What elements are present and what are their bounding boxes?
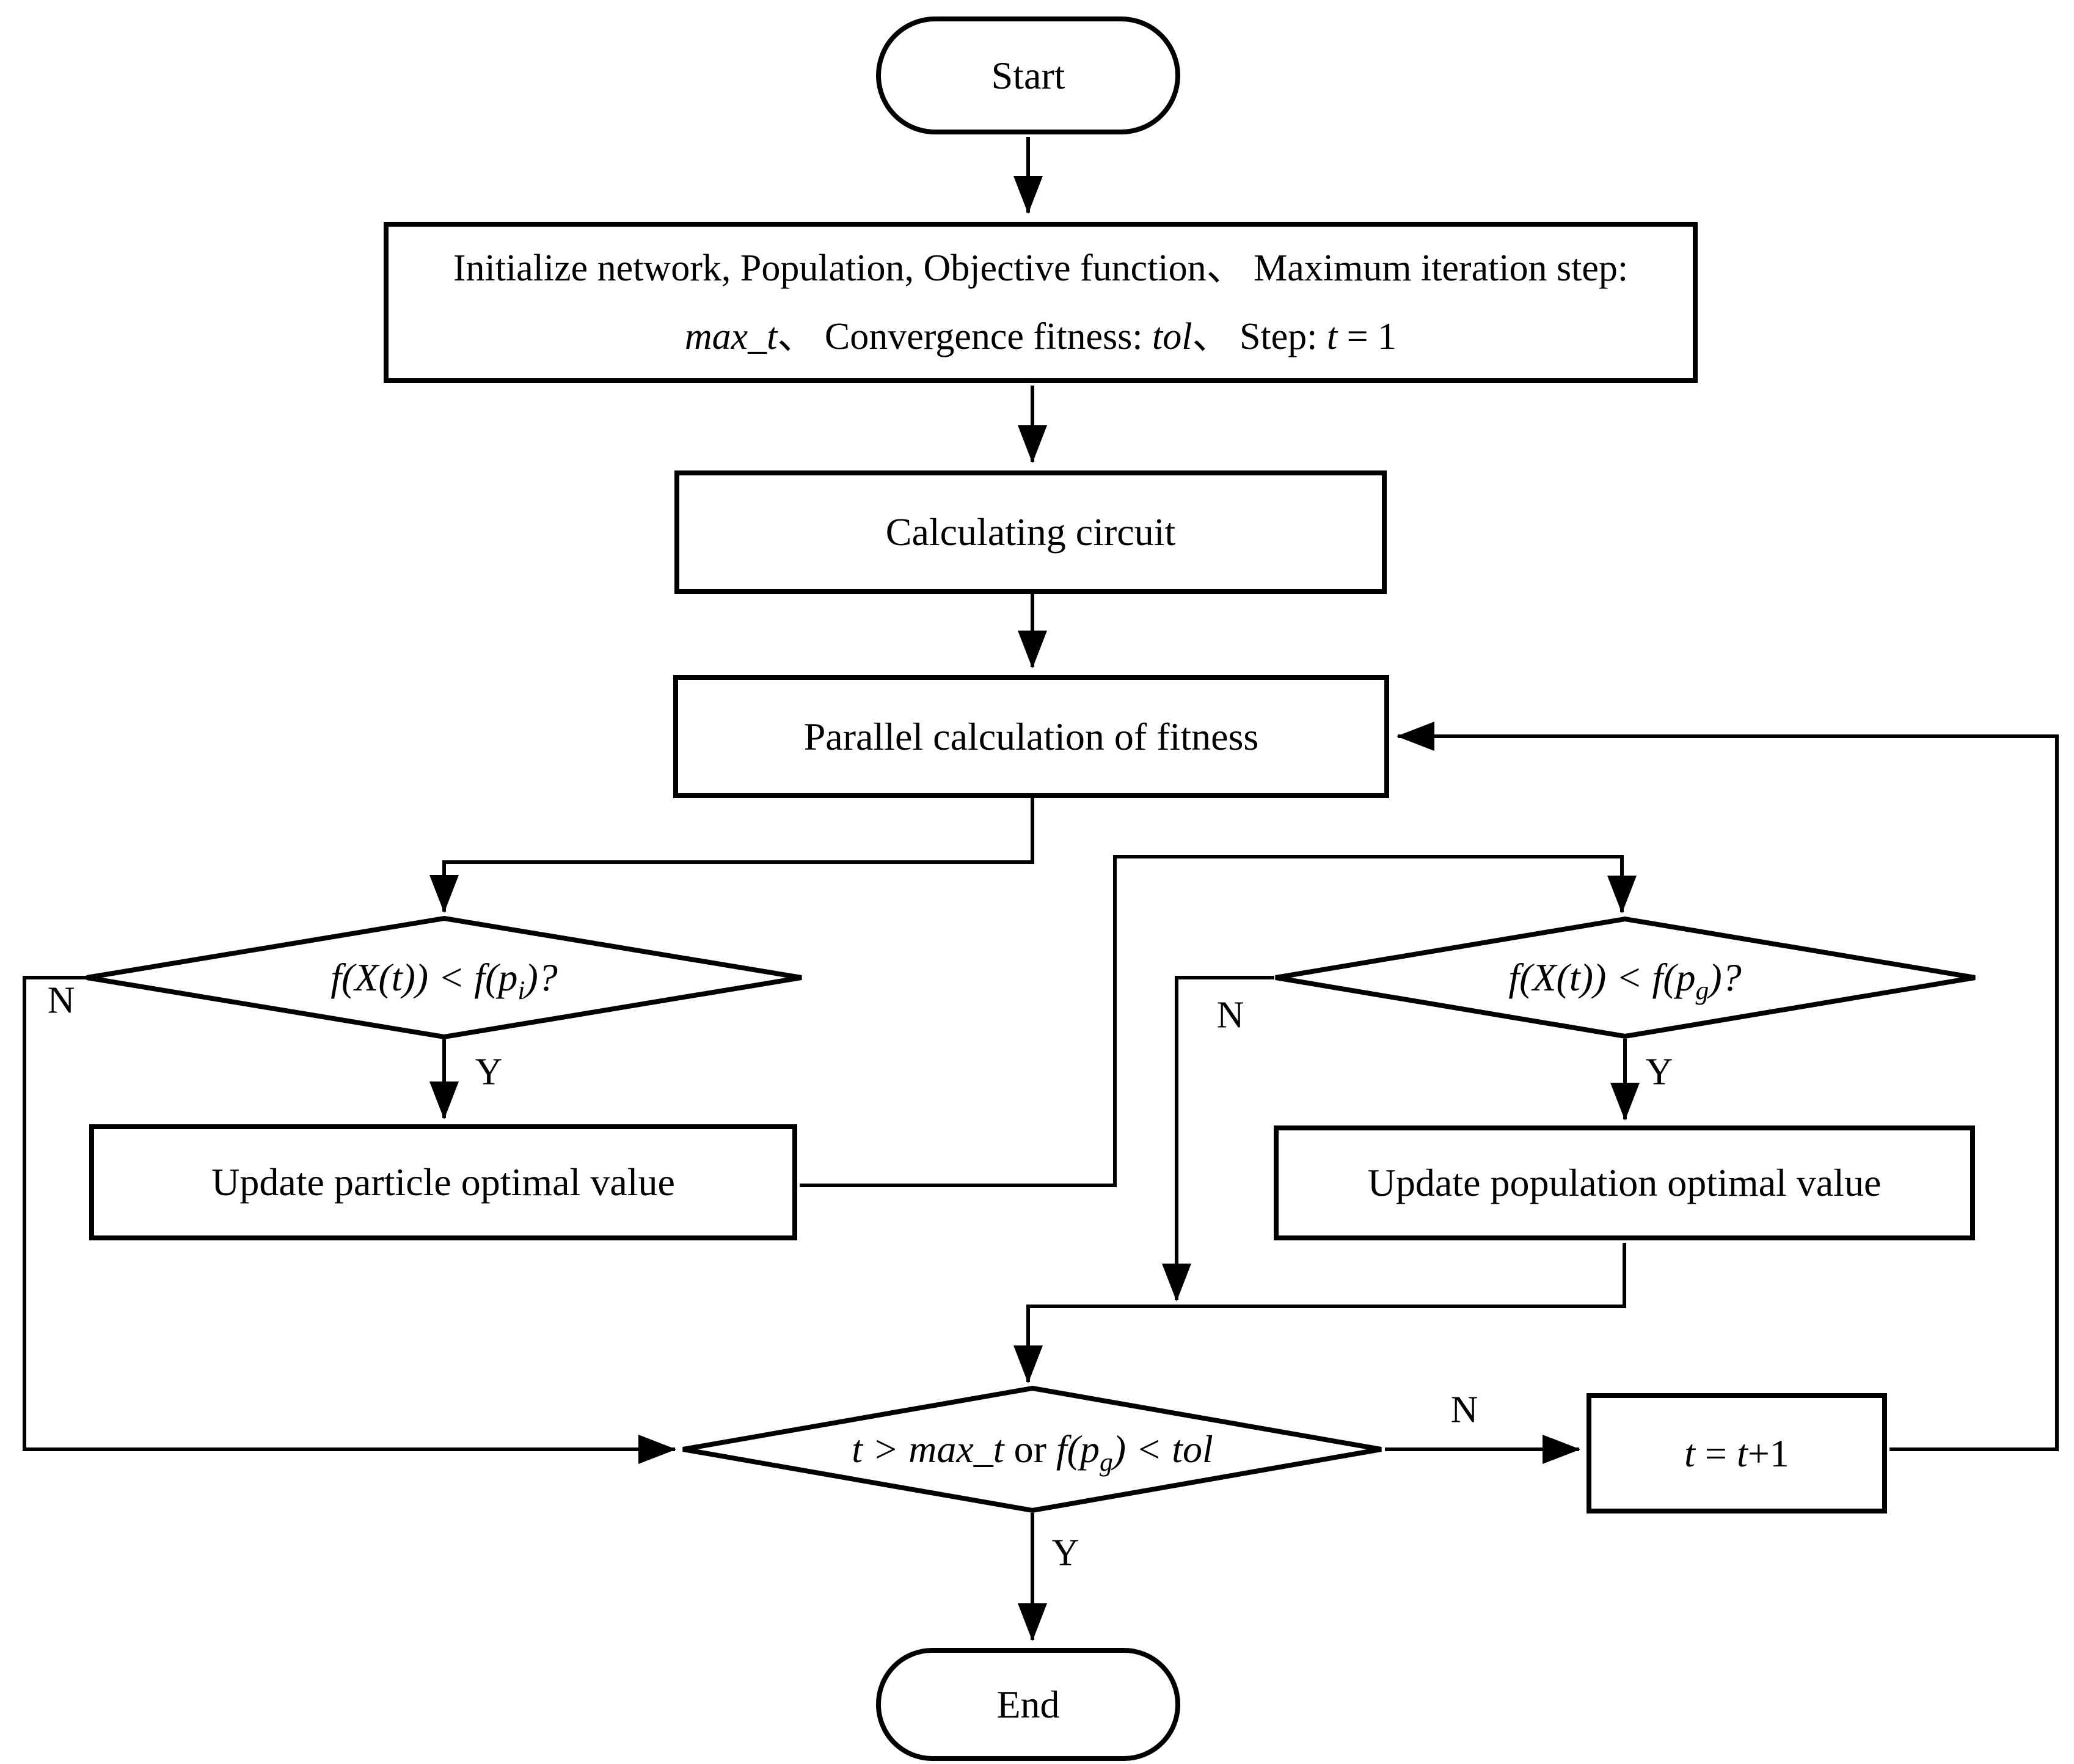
- edge-particle-decision-no: [23, 976, 676, 1464]
- edge-update-population-to-stop-decision: [1013, 1243, 1626, 1383]
- particle-no-label: N: [47, 979, 75, 1022]
- update-particle-label: Update particle optimal value: [211, 1160, 675, 1204]
- decision-stop-formula: t > max_t or f(pg) < tol: [852, 1427, 1213, 1477]
- initialize-line2: max_t、 Convergence fitness: tol、 Step: t…: [684, 316, 1397, 357]
- decision-particle-diamond: [86, 915, 802, 1040]
- start-label: Start: [991, 53, 1065, 97]
- decision-population-diamond: [1275, 916, 1976, 1039]
- start-terminal: Start: [876, 16, 1180, 134]
- edge-population-decision-no: [1162, 976, 1274, 1301]
- update-population-process: Update population optimal value: [1274, 1125, 1975, 1240]
- calculating-circuit-label: Calculating circuit: [885, 510, 1176, 554]
- increment-step-process: t = t+1: [1587, 1393, 1887, 1513]
- end-terminal: End: [876, 1648, 1180, 1761]
- population-no-label: N: [1216, 994, 1244, 1036]
- parallel-fitness-process: Parallel calculation of fitness: [673, 675, 1389, 798]
- end-label: End: [996, 1682, 1060, 1726]
- edge-increment-feedback-to-parallel: [1397, 722, 2059, 1451]
- initialize-process: Initialize network, Population, Objectiv…: [384, 222, 1698, 383]
- stop-no-label: N: [1450, 1389, 1478, 1431]
- stop-yes-label: Y: [1051, 1532, 1079, 1574]
- decision-particle-formula: f(X(t)) < f(pi)?: [330, 956, 558, 1005]
- initialize-text: Initialize network, Population, Objectiv…: [389, 234, 1693, 371]
- increment-step-formula: t = t+1: [1684, 1431, 1789, 1475]
- update-population-label: Update population optimal value: [1367, 1161, 1882, 1205]
- particle-yes-label: Y: [475, 1051, 503, 1093]
- edge-parallel-to-particle-decision: [429, 798, 1034, 913]
- update-particle-process: Update particle optimal value: [89, 1124, 797, 1240]
- edge-update-particle-to-population-decision: [800, 855, 1637, 1187]
- population-yes-label: Y: [1645, 1051, 1673, 1093]
- decision-population-formula: f(X(t)) < f(pg)?: [1508, 956, 1742, 1005]
- decision-stop-diamond: [682, 1385, 1382, 1513]
- initialize-line1: Initialize network, Population, Objectiv…: [453, 247, 1629, 289]
- calculating-circuit-process: Calculating circuit: [674, 470, 1387, 594]
- parallel-fitness-label: Parallel calculation of fitness: [803, 714, 1259, 758]
